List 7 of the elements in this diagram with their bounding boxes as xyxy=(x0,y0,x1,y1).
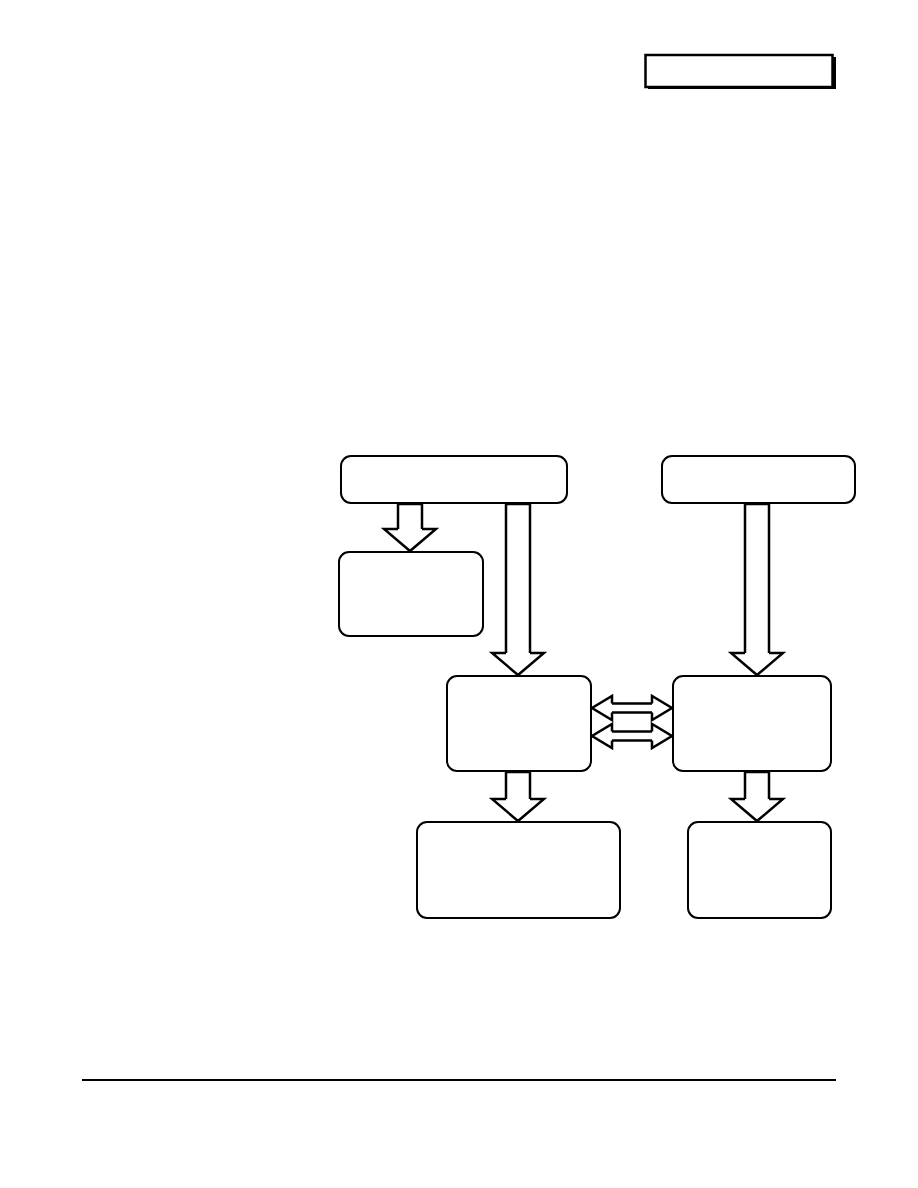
rounded-box xyxy=(446,675,592,772)
rounded-box xyxy=(416,821,621,919)
rounded-box xyxy=(340,455,568,504)
rounded-box xyxy=(687,821,832,919)
rounded-box xyxy=(661,455,856,504)
rounded-box xyxy=(672,675,832,772)
rounded-box xyxy=(338,551,484,637)
